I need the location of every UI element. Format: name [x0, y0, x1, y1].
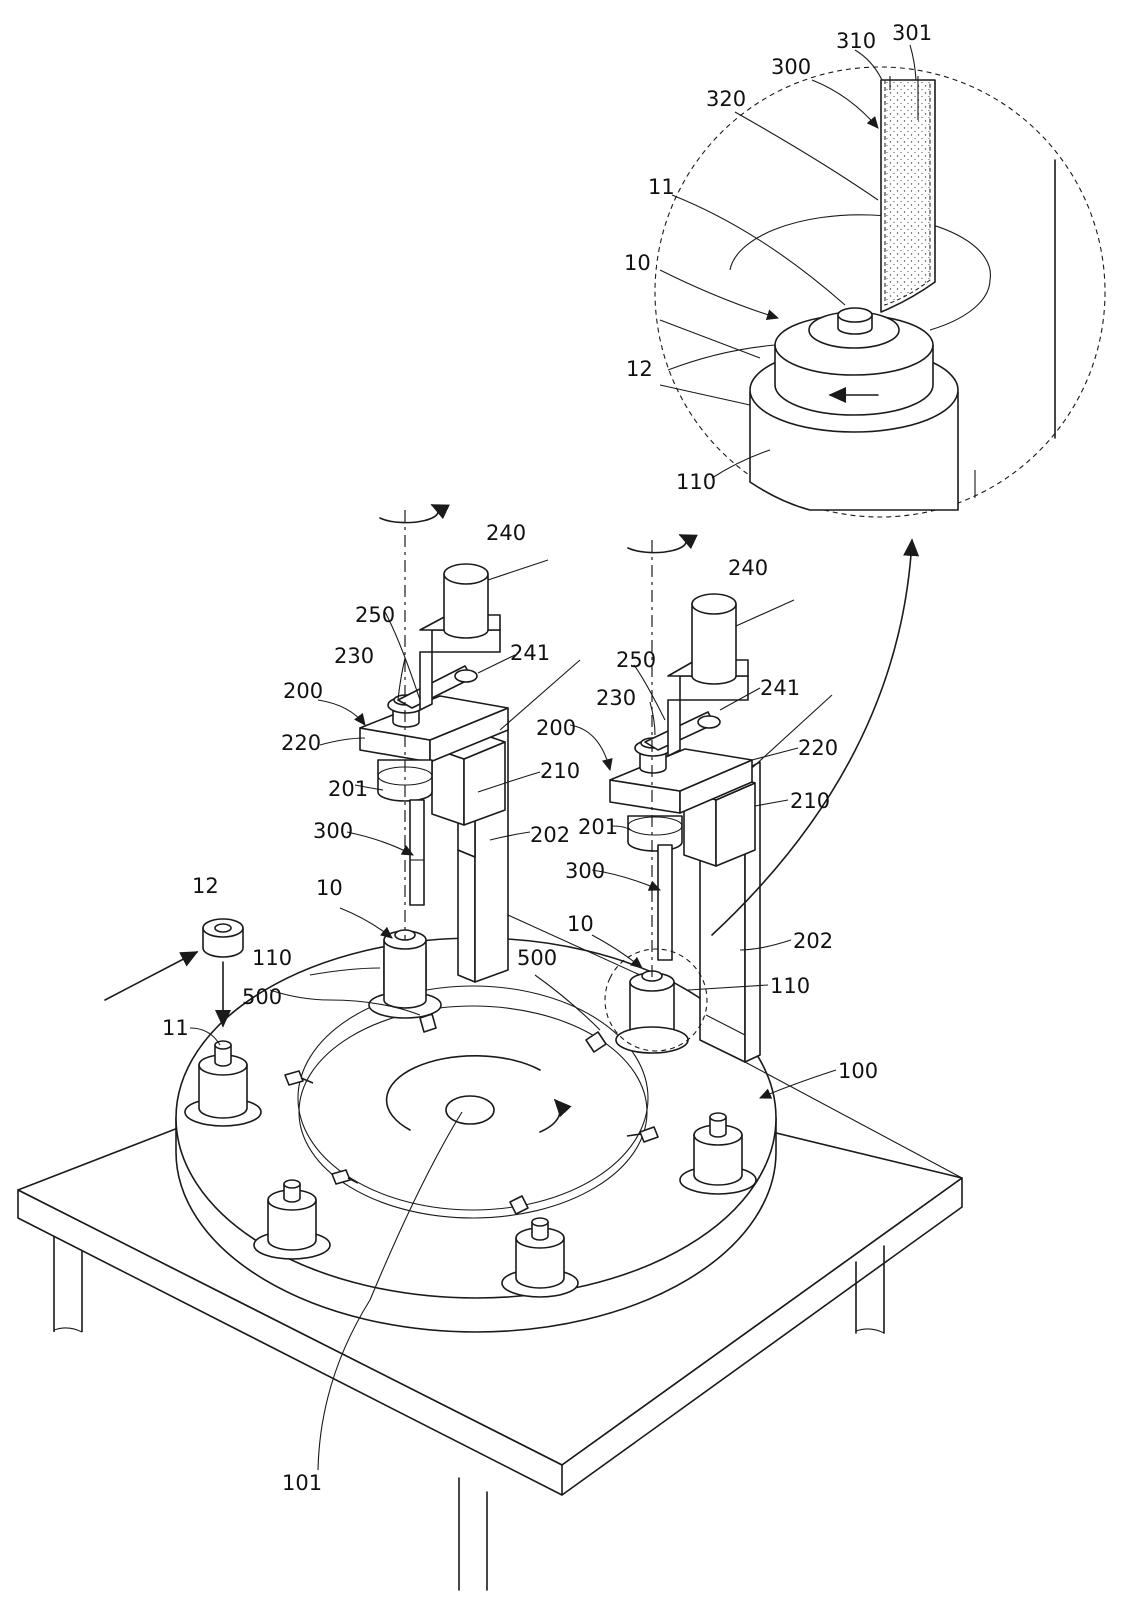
label-11: 11	[648, 175, 675, 199]
label-201: 201	[578, 815, 618, 839]
label-230: 230	[334, 644, 374, 668]
label-101: 101	[282, 1471, 322, 1495]
label-320: 320	[706, 87, 746, 111]
label-10: 10	[624, 251, 651, 275]
label-110: 110	[770, 974, 810, 998]
label-210: 210	[790, 789, 830, 813]
label-201: 201	[328, 777, 368, 801]
label-300: 300	[771, 55, 811, 79]
label-11: 11	[162, 1016, 189, 1040]
label-12: 12	[192, 874, 219, 898]
label-500: 500	[242, 985, 282, 1009]
center-hole	[446, 1096, 494, 1124]
label-310: 310	[836, 29, 876, 53]
workpiece-ring-12	[203, 919, 243, 957]
detail-view	[655, 67, 1105, 517]
label-202: 202	[530, 823, 570, 847]
label-300: 300	[565, 859, 605, 883]
label-241: 241	[760, 676, 800, 700]
label-241: 241	[510, 641, 550, 665]
label-500: 500	[517, 946, 557, 970]
label-220: 220	[281, 731, 321, 755]
label-240: 240	[486, 521, 526, 545]
label-10: 10	[567, 912, 594, 936]
label-250: 250	[355, 603, 395, 627]
label-240: 240	[728, 556, 768, 580]
label-200: 200	[283, 679, 323, 703]
label-110: 110	[252, 946, 292, 970]
label-200: 200	[536, 716, 576, 740]
label-230: 230	[596, 686, 636, 710]
table-leg	[54, 1236, 82, 1332]
label-10: 10	[316, 876, 343, 900]
label-220: 220	[798, 736, 838, 760]
label-202: 202	[793, 929, 833, 953]
label-210: 210	[540, 759, 580, 783]
label-250: 250	[616, 648, 656, 672]
feed-arrow	[105, 952, 197, 1000]
label-301: 301	[892, 21, 932, 45]
label-100: 100	[838, 1059, 878, 1083]
label-300: 300	[313, 819, 353, 843]
label-12: 12	[626, 357, 653, 381]
label-110: 110	[676, 470, 716, 494]
table-leg	[459, 1478, 487, 1590]
